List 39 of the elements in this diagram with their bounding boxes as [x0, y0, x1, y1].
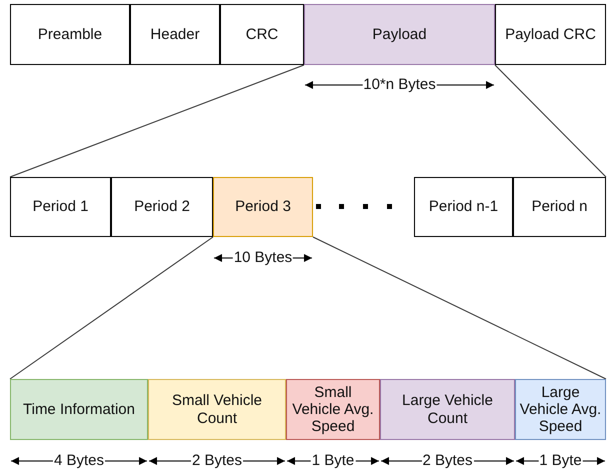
packet-field: [380, 379, 515, 440]
field-label: Period n: [530, 198, 588, 216]
packet-field: [111, 177, 213, 237]
dimension-label: 1 Byte: [538, 452, 583, 470]
connector-line: [312, 236, 606, 380]
packet-field: [10, 4, 130, 65]
field-label: Period 1: [32, 198, 90, 216]
field-label: Period 2: [133, 198, 191, 216]
dimension-label: 2 Bytes: [190, 452, 244, 470]
packet-field: [10, 379, 148, 440]
packet-field: [130, 4, 220, 65]
field-label: Header: [149, 26, 201, 44]
packet-field: [10, 177, 111, 237]
field-label: Period 3: [234, 198, 292, 216]
field-label: Large Vehicle Count: [401, 392, 494, 427]
field-label: Payload CRC: [504, 26, 597, 44]
field-label: CRC: [244, 26, 280, 44]
dimension-label: 4 Bytes: [52, 452, 106, 470]
connector-line: [10, 236, 214, 380]
field-label: Payload: [371, 26, 428, 44]
packet-field: [414, 177, 513, 237]
dimension-label: 10*n Bytes: [362, 76, 437, 94]
packet-field: [304, 4, 495, 65]
field-label: Small Vehicle Count: [170, 392, 264, 427]
field-label: Period n-1: [428, 198, 500, 216]
field-label: Large Vehicle Avg. Speed: [518, 384, 602, 436]
dimension-label: 10 Bytes: [232, 249, 294, 267]
packet-field: [495, 4, 606, 65]
dimension-label: 2 Bytes: [421, 452, 474, 470]
field-label: Time Information: [22, 400, 136, 418]
packet-field: [213, 177, 313, 237]
packet-field: [220, 4, 304, 65]
dimension-label: 1 Byte: [310, 452, 356, 470]
packet-field: [513, 177, 606, 237]
connector-line: [494, 64, 606, 178]
connector-line: [10, 64, 304, 178]
field-label: Small Vehicle Avg. Speed: [291, 384, 375, 436]
field-label: Preamble: [36, 26, 104, 44]
packet-field: [148, 379, 286, 440]
